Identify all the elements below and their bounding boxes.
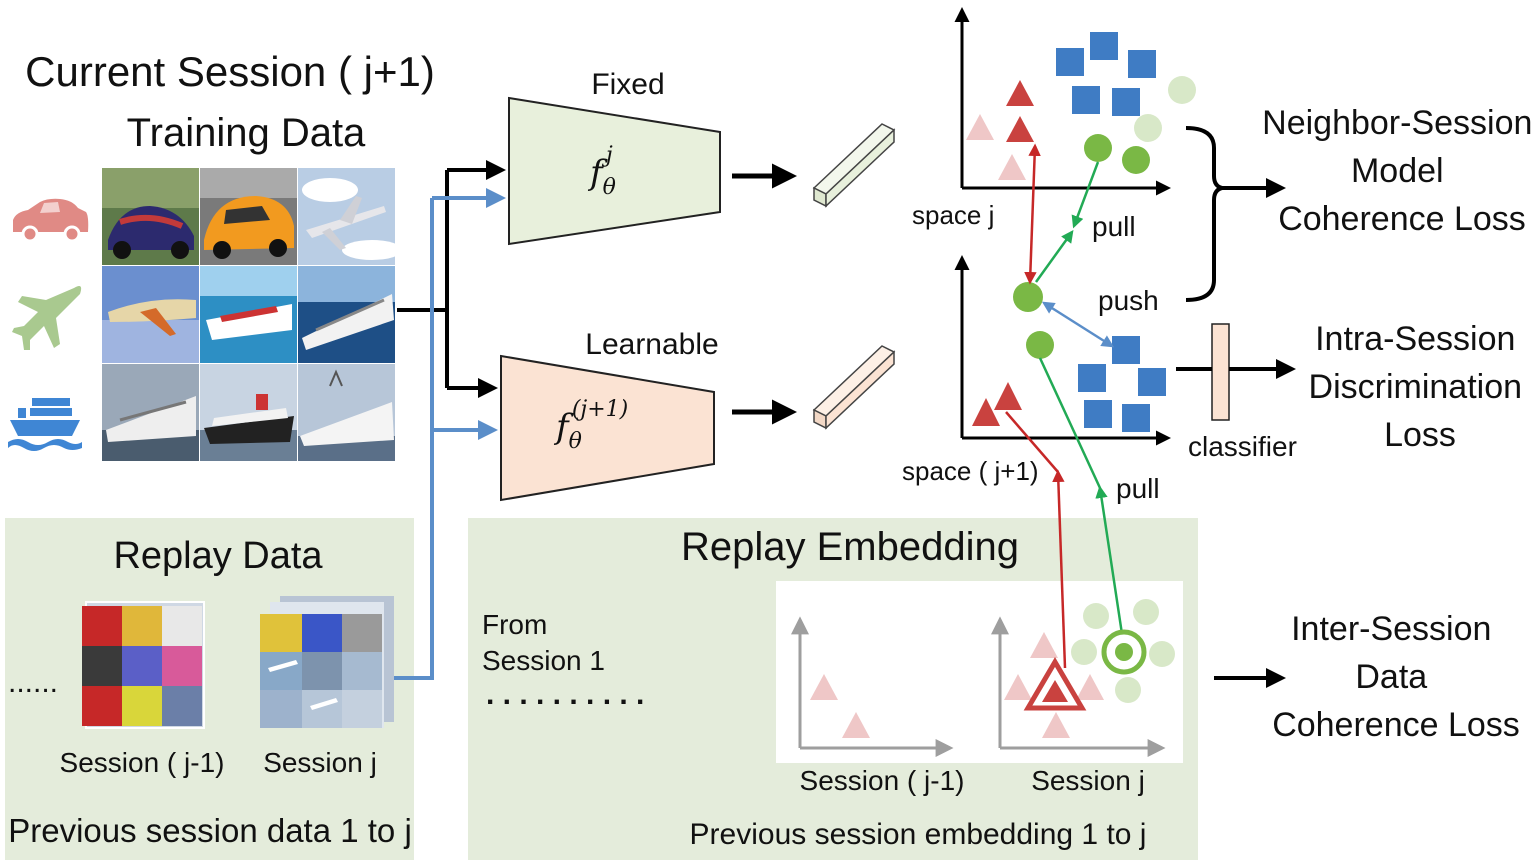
classifier-bar — [1211, 323, 1230, 421]
car-icon — [13, 198, 89, 243]
space-j1-label: space ( j+1) — [902, 456, 1039, 486]
cruise-ship-image-1 — [200, 266, 297, 363]
replay-embedding-from: From — [482, 609, 547, 640]
intra-session-loss-line2: Discrimination — [1309, 368, 1523, 406]
airplane-image — [298, 168, 402, 265]
mini-plot-cur-triangles — [1004, 632, 1104, 738]
replay-data-session-prev: Session ( j-1) — [60, 747, 225, 778]
replay-embedding-dots: . . . . . . . . . . — [486, 678, 644, 711]
current-session-title: Current Session ( j+1) — [25, 48, 435, 95]
intra-session-loss: Intra-Session Discrimination Loss — [1309, 320, 1532, 454]
space-j-axes — [954, 7, 1171, 196]
fixed-feature-vector — [812, 123, 896, 208]
replay-red-arrow-2 — [1005, 411, 1059, 473]
cruise-ship-image-2 — [298, 266, 395, 363]
intra-session-loss-line3: Loss — [1384, 416, 1456, 454]
neighbor-session-loss-line2: Model — [1351, 152, 1444, 190]
neighbor-session-bracket — [1185, 126, 1223, 302]
replay-data-footer: Previous session data 1 to j — [8, 812, 412, 849]
neighbor-session-loss-line1: Neighbor-Session — [1262, 104, 1532, 142]
replay-data-session-cur: Session j — [263, 747, 377, 778]
replay-embedding-title: Replay Embedding — [681, 525, 1019, 569]
replay-green-arrow-2 — [1038, 357, 1102, 489]
neighbor-session-loss: Neighbor-Session Model Coherence Loss — [1262, 104, 1535, 238]
learnable-label: Learnable — [585, 328, 718, 361]
inter-session-loss-line1: Inter-Session — [1291, 610, 1491, 648]
mini-plot-cur-axes — [991, 616, 1166, 757]
replay-green-arrow — [1095, 485, 1124, 635]
replay-embedding-footer: Previous session embedding 1 to j — [690, 818, 1147, 851]
push-label: push — [1098, 285, 1159, 316]
inter-session-loss-line3: Coherence Loss — [1272, 706, 1520, 744]
pull-label-2: pull — [1116, 473, 1160, 504]
replay-embedding-session-cur: Session j — [1031, 765, 1145, 796]
fixed-label: Fixed — [591, 68, 664, 101]
space-j-label: space j — [912, 200, 994, 230]
mini-plot-prev-triangles — [810, 674, 870, 738]
pull-green-arrow-1 — [1034, 229, 1074, 283]
replay-flow-arrows — [385, 188, 506, 680]
training-data-title: Training Data — [127, 111, 366, 155]
space-j1-squares — [1078, 336, 1166, 432]
replay-data-title: Replay Data — [113, 535, 323, 577]
space-j1-triangles — [972, 382, 1022, 426]
replay-embedding-session-prev: Session ( j-1) — [800, 765, 965, 796]
inter-session-loss: Inter-Session Data Coherence Loss — [1272, 610, 1520, 744]
pull-label-1: pull — [1092, 211, 1136, 242]
cruise-ship-image-4 — [298, 364, 395, 461]
training-flow-arrows — [397, 160, 506, 398]
session-cur-image-stack — [260, 596, 394, 728]
mini-plot-cur-highlight-triangle — [1023, 657, 1087, 711]
learnable-feature-vector — [812, 345, 896, 430]
cruise-ship-image-3 — [102, 364, 199, 461]
space-j-triangles — [966, 80, 1034, 180]
ship-icon — [8, 398, 82, 451]
classifier-label: classifier — [1188, 431, 1297, 462]
intra-session-loss-line1: Intra-Session — [1315, 320, 1515, 358]
ocean-liner-image — [200, 364, 297, 461]
inter-session-loss-line2: Data — [1355, 658, 1427, 696]
push-blue-arrow — [1041, 301, 1115, 348]
mini-plot-prev-axes — [791, 616, 954, 757]
fixed-network — [508, 96, 721, 246]
replay-data-ellipsis: ...... — [8, 666, 58, 699]
sports-car-image — [200, 168, 297, 265]
mini-plot-cur-highlight-circle — [1101, 629, 1147, 675]
mini-plot-cur-circles — [1071, 599, 1175, 703]
plane-icon — [12, 286, 82, 350]
space-j1-circles — [1013, 282, 1054, 359]
push-red-arrow — [1024, 143, 1041, 285]
replay-embedding-session1: Session 1 — [482, 645, 605, 676]
neighbor-session-loss-line3: Coherence Loss — [1278, 200, 1526, 238]
training-image-grid — [102, 168, 402, 461]
space-j-squares — [1056, 32, 1156, 116]
space-j-circles — [1084, 76, 1196, 174]
replay-red-arrow — [1052, 469, 1067, 669]
race-car-image — [102, 168, 199, 265]
learnable-network — [500, 354, 715, 502]
airliner-image — [102, 266, 199, 363]
space-j1-axes — [954, 255, 1171, 446]
pull-green-arrow-2 — [1071, 161, 1100, 229]
session-prev-image-stack — [82, 601, 205, 729]
